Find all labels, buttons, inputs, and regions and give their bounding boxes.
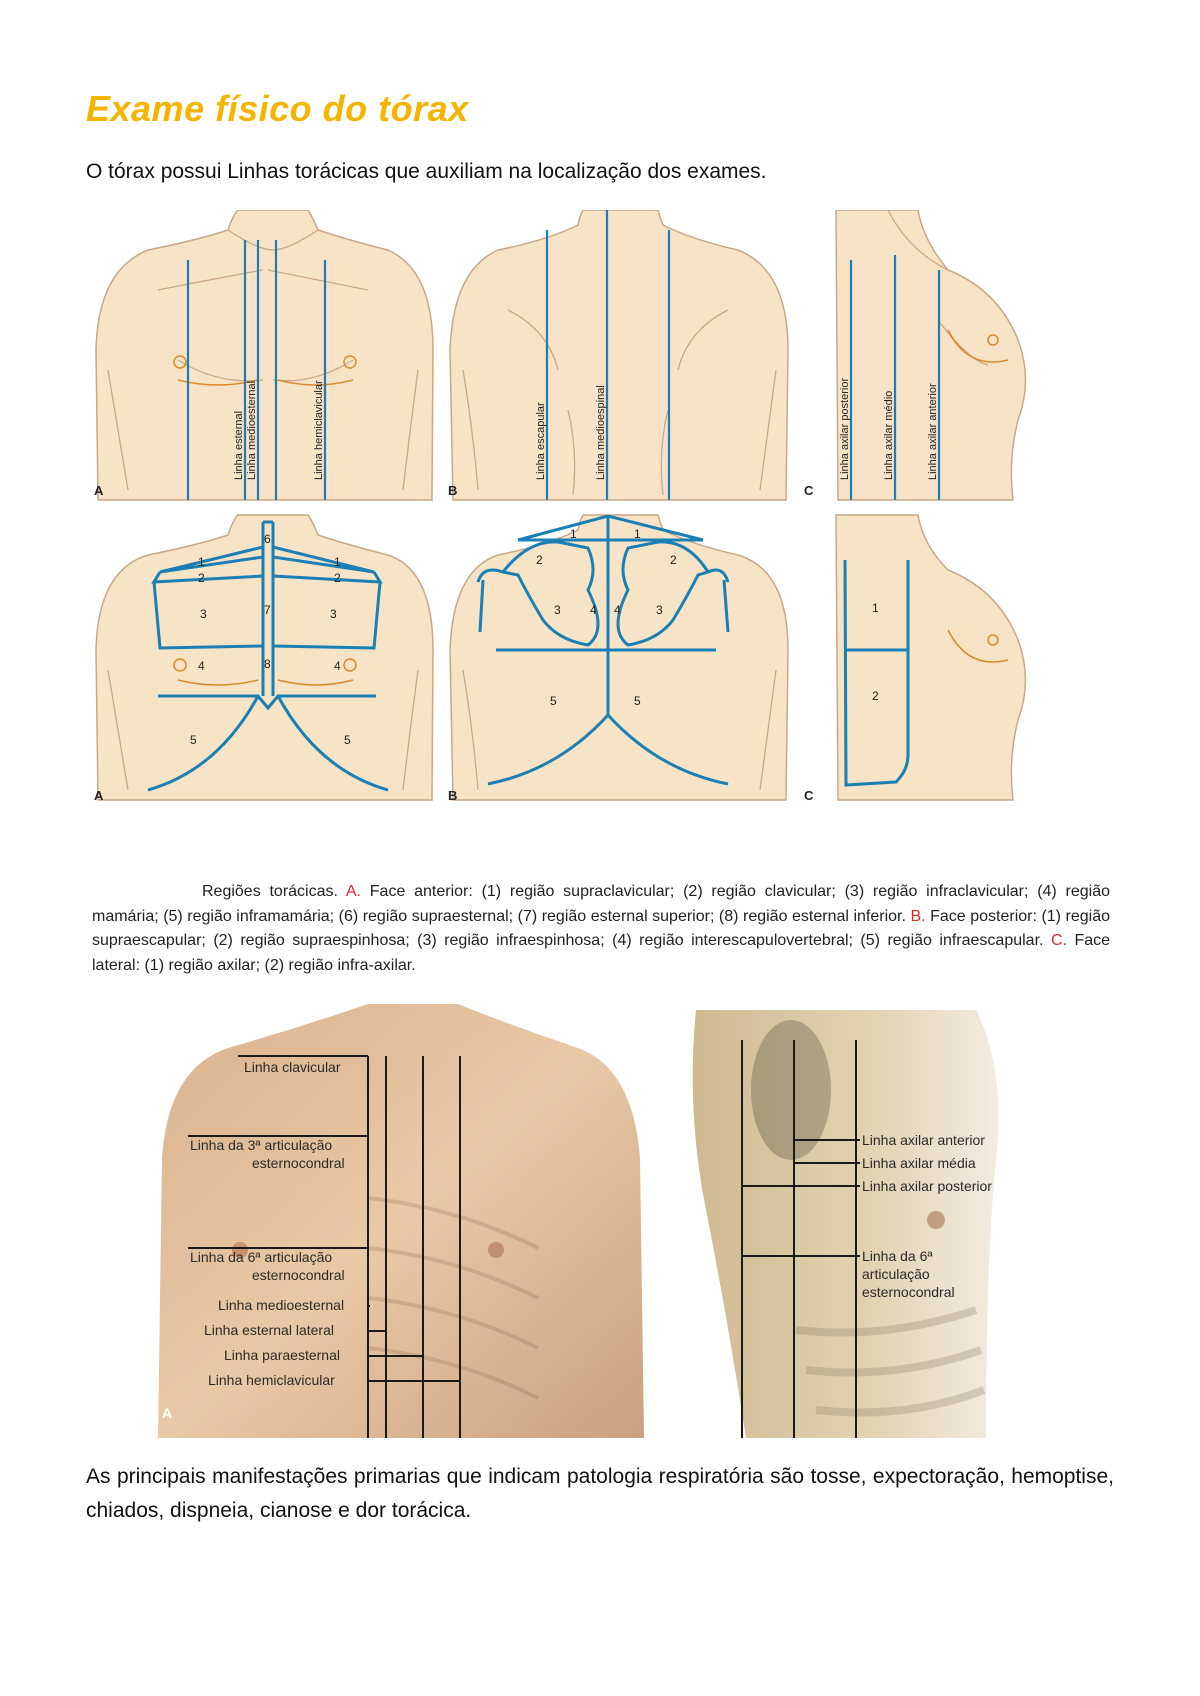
region-a-3-left: 3 [200,607,207,621]
region-a-2-left: 2 [198,571,205,585]
photo-label-esternal-lateral: Linha esternal lateral [204,1322,334,1338]
label-linha-medioesternal: Linha medioesternal [246,381,258,480]
panel-letter-c: C [804,483,814,498]
region-b-1-left: 1 [570,527,577,541]
anterior-regions-panel: 1 1 2 2 3 3 4 4 5 5 6 7 8 A [94,514,434,803]
label-linha-axilar-medio: Linha axilar médio [883,391,895,480]
panel-letter-a: A [94,483,104,498]
photo-label-hemiclavicular: Linha hemiclavicular [208,1372,335,1388]
photo-label-articulacao: articulação [862,1266,930,1282]
panel-letter-a-2: A [94,788,104,803]
panel-letter-b-2: B [448,788,457,803]
label-linha-medioespinal: Linha medioespinal [595,385,607,480]
photo-label-axilar-media: Linha axilar média [862,1155,976,1171]
label-linha-hemiclavicular: Linha hemiclavicular [313,380,325,480]
region-b-5-right: 5 [634,694,641,708]
lateral-thorax-photo: .pr { font-family: "Liberation Sans", sa… [692,1010,999,1438]
region-a-6: 6 [264,532,271,546]
caption-letter-c: C. [1050,932,1067,949]
region-a-4-left: 4 [198,659,205,673]
panel-letter-b: B [448,483,457,498]
label-linha-axilar-posterior: Linha axilar posterior [839,378,851,480]
panel-letter-c-2: C [804,788,814,803]
region-b-3-right: 3 [656,603,663,617]
region-b-4-right: 4 [614,603,621,617]
posterior-regions-panel: 1 1 2 2 3 3 4 4 5 5 B [448,514,789,803]
region-a-5-left: 5 [190,733,197,747]
caption-lead: Regiões torácicas. [202,883,338,900]
photo-label-3a-esternocondral: esternocondral [252,1155,345,1171]
manifestations-paragraph: As principais manifestações primarias qu… [86,1465,1114,1522]
figure-caption: Regiões torácicas. A. Face anterior: (1)… [92,880,1110,978]
region-b-2-right: 2 [670,553,677,567]
region-c-1: 1 [872,601,879,615]
region-a-1-right: 1 [334,555,341,569]
lateral-lines-panel: Linha axilar posterior Linha axilar médi… [804,210,1027,501]
photo-label-esternocondral: esternocondral [862,1284,955,1300]
photo-label-6a: Linha da 6ª [862,1248,933,1264]
photo-label-paraesternal: Linha paraesternal [224,1347,340,1363]
page-title: Exame físico do tórax [86,88,469,129]
caption-letter-b: B. [910,907,926,925]
anterior-thorax-photo: .pt { font-family: "Liberation Sans", sa… [158,1004,644,1438]
photo-label-medioesternal: Linha medioesternal [218,1297,344,1313]
region-a-8: 8 [264,657,271,671]
region-c-2: 2 [872,689,879,703]
region-b-4-left: 4 [590,603,597,617]
photo-letter-a: A [162,1405,172,1421]
region-b-1-right: 1 [634,527,641,541]
region-b-3-left: 3 [554,603,561,617]
anterior-lines-panel: Linha esternal Linha medioesternal Linha… [94,210,434,501]
photo-label-clavicular: Linha clavicular [244,1059,341,1075]
caption-letter-a: A. [345,883,361,900]
region-a-2-right: 2 [334,571,341,585]
region-a-5-right: 5 [344,733,351,747]
region-a-1-left: 1 [198,555,205,569]
photo-label-3a-articulacao: Linha da 3ª articulação [190,1137,332,1153]
photo-label-axilar-anterior: Linha axilar anterior [862,1132,985,1148]
region-a-3-right: 3 [330,607,337,621]
region-b-2-left: 2 [536,553,543,567]
caption-text-c: Face lateral: (1) região axilar; (2) reg… [92,932,1111,974]
region-a-4-right: 4 [334,659,341,673]
intro-text: O tórax possui Linhas torácicas que auxi… [86,160,767,183]
posterior-lines-panel: Linha escapular Linha medioespinal B [448,210,789,501]
caption-text-a: Face anterior: (1) região supraclavicula… [92,883,1111,925]
label-linha-axilar-anterior: Linha axilar anterior [927,383,939,480]
lateral-regions-panel: 1 2 C [804,514,1027,803]
photo-label-6a-articulacao: Linha da 6ª articulação [190,1249,332,1265]
caption-text-b: Face posterior: (1) região supraescapula… [92,907,1110,950]
region-a-7: 7 [264,603,271,617]
thoracic-lines-diagrams: .skin { fill: #f7e3c6; stroke: #c9a886; … [94,210,1027,803]
photo-label-6a-esternocondral: esternocondral [252,1267,345,1283]
photo-label-axilar-posterior: Linha axilar posterior [862,1178,992,1194]
label-linha-escapular: Linha escapular [535,402,547,480]
region-b-5-left: 5 [550,694,557,708]
label-linha-esternal: Linha esternal [233,411,245,480]
